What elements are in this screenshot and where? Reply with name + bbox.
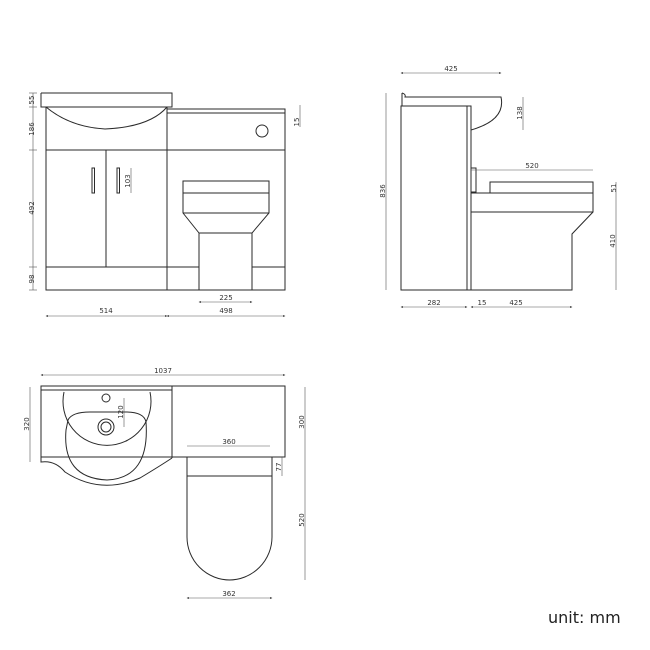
front-view: 55 186 492 98 103 15 225 514 498	[28, 92, 301, 318]
basin-lip	[40, 92, 173, 108]
dim-seat: 51	[610, 184, 618, 193]
dim-wc-unit-width: 498	[219, 307, 232, 315]
door-handle-left	[91, 167, 95, 194]
dim-panel: 15	[478, 299, 487, 307]
dim-pan-projection: 520	[298, 513, 306, 526]
basin-bowl	[45, 106, 168, 130]
side-view: 425 138 836 520 51 410 282 15 425	[379, 65, 618, 309]
waste-outer	[97, 418, 115, 436]
dim-tap-to-waste: 120	[117, 405, 125, 418]
dim-basin-lip: 55	[28, 96, 36, 105]
worktop-top	[40, 385, 286, 458]
waste-inner	[100, 421, 112, 433]
toilet-top	[186, 457, 273, 581]
unit-label: unit: mm	[548, 608, 621, 627]
dim-bowl-drop: 138	[516, 106, 524, 119]
flush-button	[255, 124, 269, 138]
dim-cabinet-depth: 282	[427, 299, 440, 307]
dim-projection: 520	[525, 162, 538, 170]
dim-pan-depth: 425	[509, 299, 522, 307]
door-handle-right	[116, 167, 120, 194]
dim-pan-max-width: 362	[222, 590, 235, 598]
tap-hole	[101, 393, 111, 403]
basin-front-curve	[40, 457, 173, 486]
side-panel	[466, 105, 472, 291]
dim-handle: 103	[124, 174, 132, 187]
basin-bowl-rim	[62, 391, 152, 446]
dim-basin-depth-top: 320	[23, 417, 31, 430]
dim-basin-height: 186	[28, 122, 36, 136]
dim-vanity-width: 514	[99, 307, 113, 315]
wc-worktop	[166, 108, 286, 114]
dim-unit-depth: 300	[298, 415, 306, 428]
top-view: 1037 320 120 300 360 77 520 362	[23, 367, 306, 600]
dim-plinth: 98	[28, 275, 36, 284]
dim-total-height: 836	[379, 184, 387, 198]
cistern-side	[470, 167, 477, 193]
dim-cistern-top: 15	[293, 118, 301, 127]
dim-total-width: 1037	[154, 367, 172, 375]
toilet-front	[182, 180, 270, 290]
dim-pan-width-top: 360	[222, 438, 235, 446]
dim-door-height: 492	[28, 201, 36, 214]
dim-pan-width: 225	[219, 294, 232, 302]
toilet-side	[471, 181, 594, 291]
dim-seat-offset: 77	[275, 463, 283, 472]
cabinet-side	[400, 105, 468, 291]
basin-bowl	[65, 411, 147, 481]
wc-unit	[166, 112, 286, 291]
dim-pan-height: 410	[609, 234, 617, 247]
basin-side	[401, 92, 503, 131]
dim-basin-depth: 425	[444, 65, 457, 73]
